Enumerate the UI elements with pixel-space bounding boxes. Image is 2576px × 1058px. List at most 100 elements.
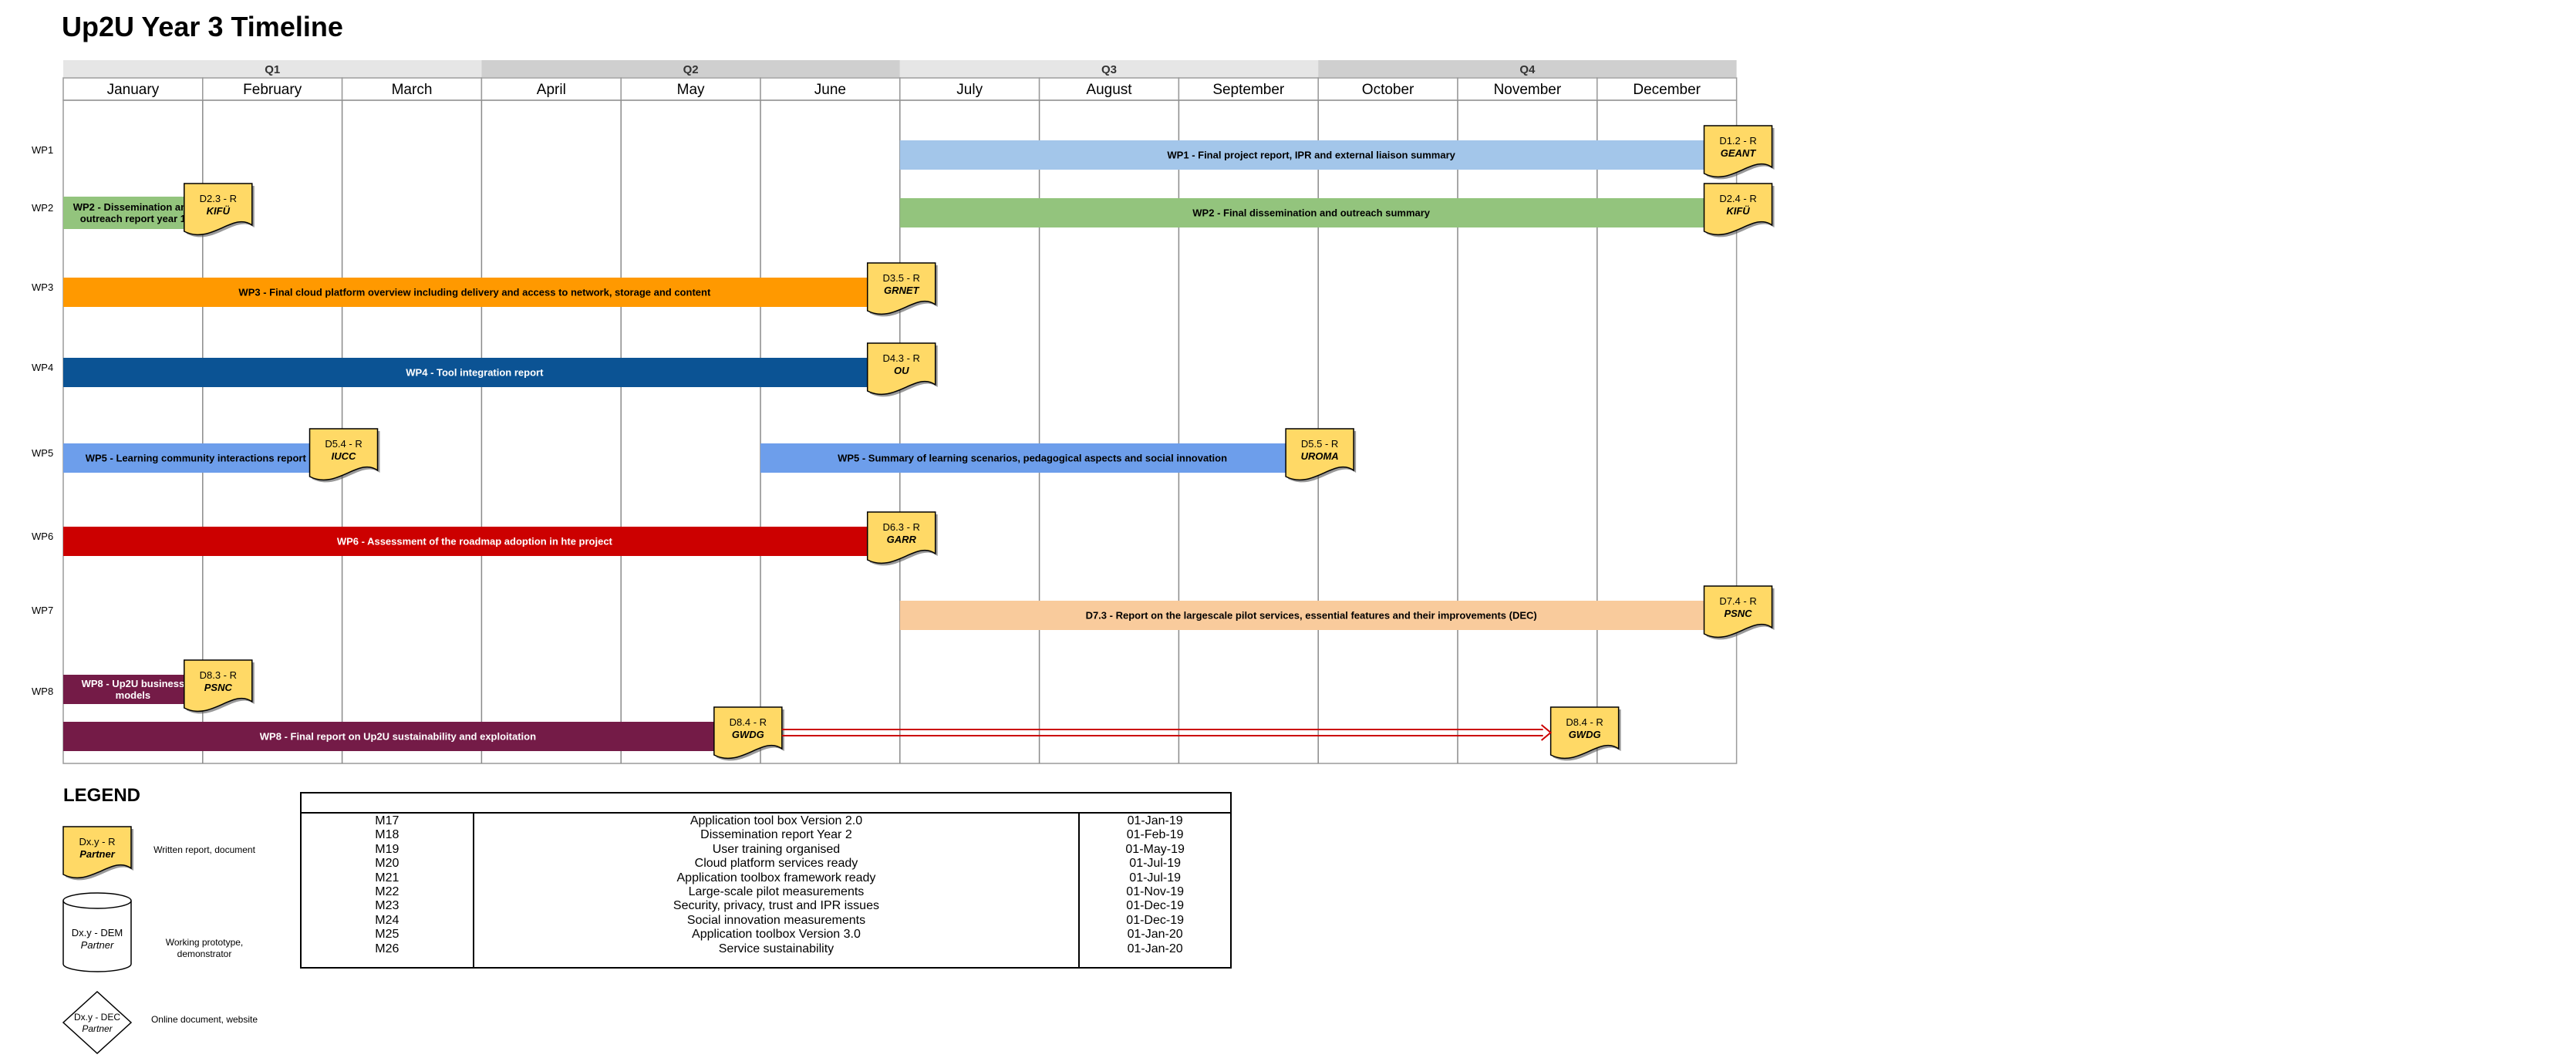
deliverable-label: D4.3 - R [883, 352, 920, 364]
work-package-bar [899, 140, 1723, 170]
milestone-name: Large-scale pilot measurements [472, 885, 1081, 900]
milestone-id: M24 [300, 913, 474, 928]
deliverable-partner: GARR [887, 534, 917, 545]
deliverable-document: D4.3 - ROU [866, 342, 938, 397]
deliverable-partner: GWDG [732, 729, 764, 740]
work-package-bar [63, 278, 886, 307]
deliverable-partner: PSNC [204, 682, 233, 693]
bar-label: outreach report year 1 [80, 213, 186, 224]
month-header-cell [1038, 77, 1180, 101]
deliverable-partner: KIFÜ [1726, 205, 1750, 217]
work-package-bar [63, 722, 733, 751]
month-header-cell [1178, 77, 1319, 101]
deliverable-partner: UROMA [1301, 450, 1339, 462]
quarter-label: Q2 [683, 63, 699, 76]
milestone-date: 01-Jan-20 [1078, 928, 1232, 942]
milestone-id: M17 [300, 813, 474, 829]
milestone-id: M18 [300, 828, 474, 843]
work-package-bar [760, 443, 1305, 473]
bar-label: WP5 - Learning community interactions re… [86, 453, 307, 464]
milestone-name: Dissemination report Year 2 [472, 828, 1081, 843]
deliverable-label: Dx.y - R [79, 836, 116, 847]
deliverable-partner: OU [894, 365, 909, 376]
quarter-label: Q4 [1519, 63, 1536, 76]
month-label: November [1494, 82, 1562, 98]
milestone-id: M22 [300, 885, 474, 900]
deliverable-partner: GWDG [1569, 729, 1601, 740]
legend-cylinder-label: Dx.y - DEM [72, 927, 123, 938]
month-label: September [1212, 82, 1285, 98]
milestone-date: 01-Nov-19 [1078, 885, 1232, 900]
bar-label: WP8 - Up2U business [82, 678, 185, 689]
legend-title: LEGEND [63, 785, 141, 806]
deliverable-label: D1.2 - R [1719, 135, 1756, 147]
milestone-name: Application toolbox framework ready [472, 871, 1081, 886]
month-header-cell [1457, 77, 1598, 101]
quarter-band-q4 [1318, 60, 1737, 77]
milestone-id: M25 [300, 928, 474, 942]
milestone-date: 01-Jan-19 [1078, 813, 1232, 829]
legend-desc-diamond: Online document, website [150, 1014, 258, 1025]
month-label: August [1086, 82, 1132, 98]
row-label: WP7 [32, 605, 53, 616]
deliverable-partner: Partner [79, 848, 115, 860]
deliverable-partner: KIFÜ [207, 205, 231, 217]
month-label: December [1633, 82, 1701, 98]
row-label: WP5 [32, 447, 53, 459]
work-package-bar [63, 527, 886, 556]
bar-label: WP8 - Final report on Up2U sustainabilit… [260, 731, 536, 743]
quarter-band-q1 [63, 60, 482, 77]
milestone-name: Application toolbox Version 3.0 [472, 928, 1081, 942]
milestone-date: 01-Jan-20 [1078, 942, 1232, 969]
deliverable-partner: GEANT [1721, 147, 1757, 159]
milestone-name: Application tool box Version 2.0 [472, 813, 1081, 829]
quarter-band-q3 [899, 60, 1319, 77]
quarter-band-q2 [481, 60, 900, 77]
row-label: WP1 [32, 144, 53, 156]
deliverable-label: D7.4 - R [1719, 595, 1756, 607]
month-label: April [537, 82, 566, 98]
milestone-date: 01-Jul-19 [1078, 857, 1232, 871]
row-label: WP3 [32, 281, 53, 293]
row-label: WP8 [32, 686, 53, 697]
milestone-name: Social innovation measurements [472, 913, 1081, 928]
legend-cylinder-partner: Partner [81, 939, 114, 951]
month-label: March [392, 82, 433, 98]
quarter-label: Q1 [265, 63, 280, 76]
deliverable-label: D2.3 - R [200, 193, 237, 204]
deliverable-partner: PSNC [1724, 608, 1752, 619]
deliverable-label: D8.4 - R [1566, 716, 1603, 728]
deliverable-label: D5.4 - R [325, 438, 362, 450]
work-package-bar [63, 358, 886, 387]
milestone-id: M26 [300, 942, 474, 969]
milestone-name: Security, privacy, trust and IPR issues [472, 899, 1081, 914]
row-label: WP6 [32, 531, 53, 542]
quarter-label: Q3 [1101, 63, 1117, 76]
row-label: WP4 [32, 362, 53, 373]
bar-label: WP4 - Tool integration report [406, 367, 544, 379]
milestone-id: M20 [300, 857, 474, 871]
milestone-name: Service sustainability [472, 942, 1081, 969]
milestone-date: 01-Feb-19 [1078, 828, 1232, 843]
month-label: February [243, 82, 302, 98]
deliverable-partner: IUCC [332, 450, 356, 462]
legend-desc-cylinder: Working prototype, demonstrator [165, 937, 244, 959]
bar-label: WP2 - Final dissemination and outreach s… [1192, 207, 1431, 219]
milestone-date: 01-Jul-19 [1078, 871, 1232, 886]
